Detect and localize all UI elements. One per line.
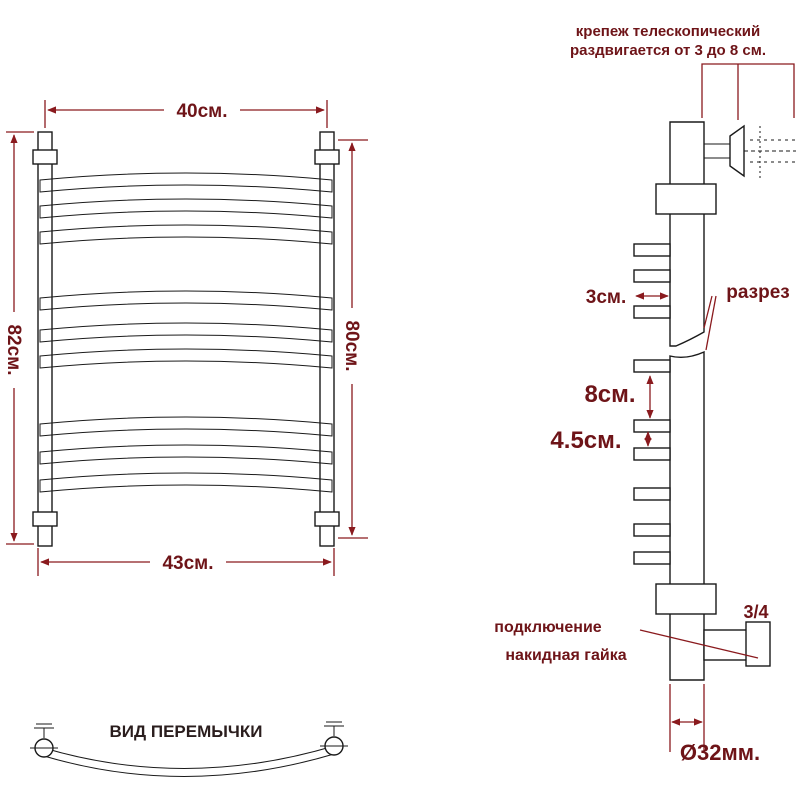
connection-note-line2: накидная гайка xyxy=(505,647,626,664)
telescopic-mount xyxy=(704,124,796,180)
dim-rung-pitch: 8см. xyxy=(584,381,635,408)
rung xyxy=(39,224,333,245)
bracket-top-right xyxy=(314,149,340,165)
section-cut-label: разрез xyxy=(726,282,789,303)
rungs xyxy=(39,172,333,493)
front-view: 40см. 43см. 82см. 80см. xyxy=(3,100,368,576)
side-clamp-bottom xyxy=(655,583,717,615)
rung xyxy=(39,290,333,311)
rung xyxy=(39,416,333,437)
connection-note-line1: подключение xyxy=(494,619,601,636)
bridge-right-fitting xyxy=(320,721,348,756)
bridge-view: ВИД ПЕРЕМЫЧКИ xyxy=(30,721,348,777)
bridge-bar xyxy=(43,745,335,777)
thread-size: 3/4 xyxy=(743,602,768,622)
rung xyxy=(39,172,333,193)
left-post xyxy=(37,131,53,547)
dim-total-height: 82см. xyxy=(3,324,24,375)
connection-fitting xyxy=(703,621,771,667)
bracket-bottom-left xyxy=(32,511,58,527)
side-column-lower xyxy=(669,350,705,681)
right-post xyxy=(319,131,335,547)
dim-pair-gap: 4.5см. xyxy=(550,427,621,454)
rung xyxy=(39,444,333,465)
dim-axis-height: 80см. xyxy=(341,320,362,371)
bridge-caption: ВИД ПЕРЕМЫЧКИ xyxy=(110,722,263,741)
dim-wall-gap: 3см. xyxy=(586,287,626,308)
union-nut xyxy=(745,621,771,667)
side-clamp-top xyxy=(655,183,717,215)
bracket-bottom-right xyxy=(314,511,340,527)
rung xyxy=(39,348,333,369)
bridge-left-fitting xyxy=(30,723,58,758)
rung xyxy=(39,472,333,493)
bracket-top-left xyxy=(32,149,58,165)
dim-bottom-width: 43см. xyxy=(162,553,213,574)
mount-note-line1: крепеж телескопический xyxy=(576,23,760,40)
dim-top-width: 40см. xyxy=(176,101,227,122)
mount-note-line2: раздвигается от 3 до 8 см. xyxy=(570,42,766,59)
dim-diameter: Ø32мм. xyxy=(680,740,760,765)
rung xyxy=(39,198,333,219)
rung xyxy=(39,322,333,343)
rung-stubs-upper xyxy=(633,243,671,319)
rung-stubs-lower xyxy=(633,359,671,565)
side-column-upper xyxy=(669,121,705,347)
side-view: крепеж телескопический раздвигается от 3… xyxy=(494,23,796,765)
